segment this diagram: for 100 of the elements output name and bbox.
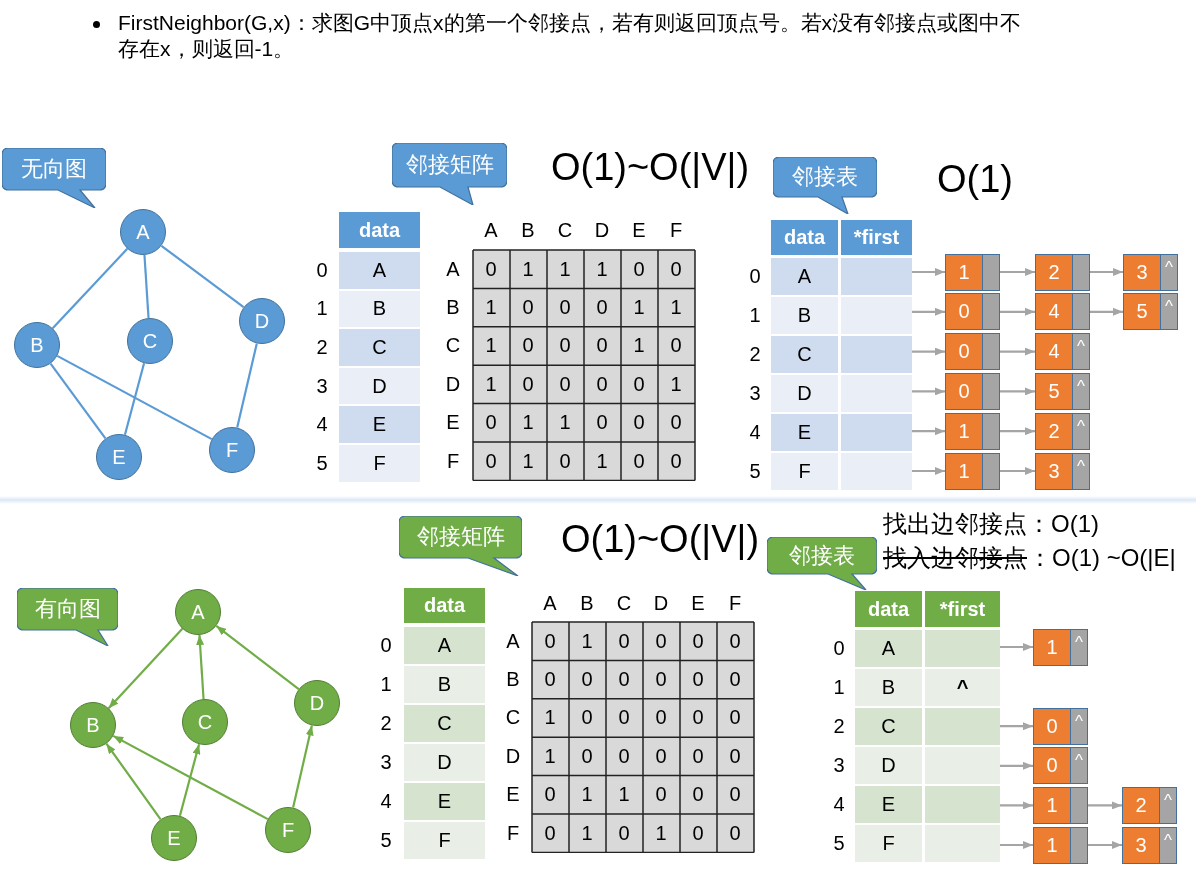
matrix-entry: 1 (580, 782, 594, 808)
row-index: 1 (315, 296, 329, 322)
table-cell (925, 747, 1000, 784)
matrix-entry: 0 (691, 628, 705, 654)
table-cell: E (771, 414, 838, 451)
data-field: 2 (1035, 253, 1073, 291)
column-header: F (668, 217, 684, 243)
complexity-text: ：O(1) ~O(|E| (1028, 543, 1177, 573)
data-field: 0 (1033, 707, 1071, 745)
matrix-entry: 1 (632, 294, 646, 320)
matrix-entry: 1 (632, 333, 646, 359)
matrix-entry: 0 (728, 628, 742, 654)
arrow (1000, 307, 1035, 316)
matrix-entry: 0 (728, 782, 742, 808)
row-index: 1 (748, 303, 762, 328)
matrix-entry: 0 (595, 333, 609, 359)
data-field: 5 (1035, 372, 1073, 410)
column-header: C (615, 590, 633, 616)
matrix-entry: 1 (595, 448, 609, 474)
edge-line (160, 244, 245, 309)
row-index: 4 (748, 420, 762, 445)
arrow (1000, 801, 1033, 810)
edge-line (123, 362, 146, 436)
matrix-entry: 0 (558, 371, 572, 397)
arrow (112, 734, 269, 821)
row-index: 2 (832, 714, 846, 739)
vertex-circle: B (14, 322, 60, 368)
row-index: 1 (832, 675, 846, 700)
matrix-entry: 0 (632, 256, 646, 282)
row-header: C (504, 705, 522, 731)
matrix-entry: 0 (580, 705, 594, 731)
matrix-entry: 0 (543, 666, 557, 692)
arrow (912, 307, 945, 316)
row-index: 0 (379, 633, 393, 658)
row-index: 3 (832, 753, 846, 778)
matrix-entry: 1 (669, 294, 683, 320)
edge-line (49, 362, 107, 440)
matrix-entry: 0 (632, 448, 646, 474)
column-header: C (556, 217, 574, 243)
row-index: 4 (832, 792, 846, 817)
row-index: 0 (748, 264, 762, 289)
arrow (1088, 841, 1122, 849)
matrix-entry: 0 (521, 333, 535, 359)
matrix-entry: 0 (558, 333, 572, 359)
speech-bubble: 邻接表 (773, 157, 877, 214)
column-header: E (631, 217, 647, 243)
matrix-entry: 1 (484, 371, 498, 397)
matrix-entry: 0 (617, 705, 631, 731)
arrow (292, 725, 314, 808)
table-cell: B (339, 290, 420, 328)
pointer-field: ^ (1160, 253, 1178, 291)
table-cell (841, 414, 912, 451)
arrow (912, 268, 945, 276)
speech-bubble: 无向图 (2, 148, 106, 208)
matrix-entry: 1 (654, 820, 668, 846)
table-cell (925, 630, 1000, 667)
table-cell (841, 453, 912, 490)
matrix-entry: 0 (617, 628, 631, 654)
complexity-text: O(1) (936, 156, 1014, 202)
arrow (107, 628, 184, 709)
pointer-field: ^ (1160, 293, 1178, 331)
data-field: 0 (945, 293, 983, 331)
matrix-entry: 1 (558, 410, 572, 436)
vertex-circle: F (209, 427, 255, 473)
arrow (1000, 761, 1033, 770)
pointer-field: ^ (1159, 786, 1177, 824)
vertex-circle: E (151, 815, 197, 861)
table-cell (841, 336, 912, 373)
vertex-circle: F (265, 807, 311, 853)
row-index: 1 (379, 672, 393, 697)
complexity-text: O(1)~O(|V|) (549, 144, 751, 190)
data-field: 4 (1035, 333, 1073, 371)
table-cell: F (771, 453, 838, 490)
data-field: 2 (1122, 786, 1160, 824)
arrow (178, 743, 201, 817)
matrix-entry: 1 (580, 820, 594, 846)
row-header: A (505, 628, 521, 654)
row-header: D (444, 371, 462, 397)
row-header: D (504, 743, 522, 769)
column-header: B (520, 217, 536, 243)
arrow (1000, 643, 1033, 651)
data-field: 0 (1033, 747, 1071, 785)
data-field: 2 (1035, 412, 1073, 450)
table-cell: A (339, 252, 420, 289)
pointer-field: ^ (1070, 747, 1088, 785)
row-index: 2 (315, 335, 329, 360)
data-field: 3 (1123, 253, 1161, 291)
pointer-field: ^ (1072, 452, 1090, 490)
matrix-entry: 0 (632, 371, 646, 397)
row-index: 0 (315, 257, 329, 283)
table-cell: D (404, 744, 485, 781)
data-field: 1 (945, 452, 983, 490)
matrix-entry: 0 (617, 743, 631, 769)
row-index: 0 (832, 636, 846, 661)
table-cell: E (855, 786, 922, 823)
table-cell (925, 786, 1000, 823)
table-cell (925, 825, 1000, 862)
table-cell: B (855, 669, 922, 706)
vertex-circle: D (294, 680, 340, 726)
vertex-circle: C (182, 699, 228, 745)
